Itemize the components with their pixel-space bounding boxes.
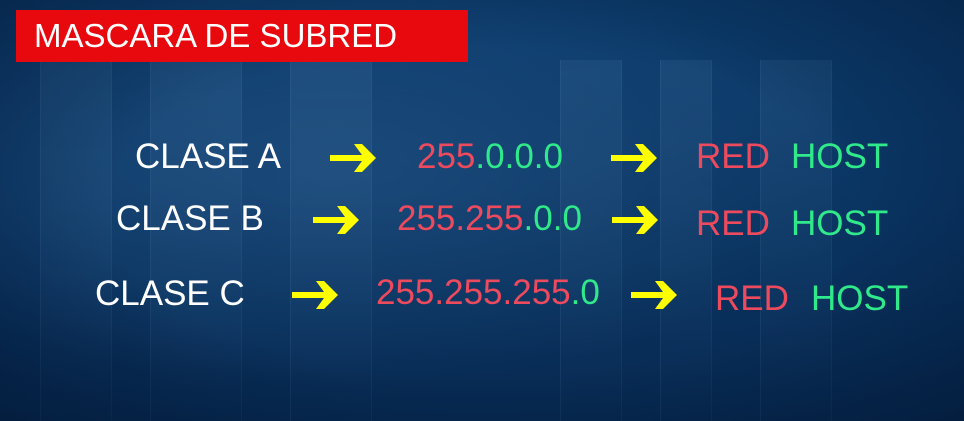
background-rack <box>660 60 712 421</box>
mask-network-part: 255 <box>417 137 476 176</box>
mask-host-part: .0.0 <box>523 199 582 238</box>
background-rack <box>40 60 112 421</box>
host-label: HOST <box>791 204 889 243</box>
subnet-mask: 255.0.0.0 <box>417 137 563 177</box>
class-label: CLASE C <box>95 274 245 313</box>
class-label: CLASE B <box>116 199 264 238</box>
yellow-right-arrow-icon <box>611 144 657 172</box>
yellow-right-arrow-icon <box>292 281 338 309</box>
host-label: HOST <box>811 279 909 318</box>
host-label: HOST <box>791 137 889 176</box>
background-rack <box>560 60 622 421</box>
red-label: RED <box>696 137 770 176</box>
red-label: RED <box>715 279 789 318</box>
slide-title: MASCARA DE SUBRED <box>34 17 398 54</box>
red-label: RED <box>696 204 770 243</box>
background-rack <box>150 60 242 421</box>
subnet-mask: 255.255.0.0 <box>397 199 582 239</box>
background-rack <box>760 60 832 421</box>
title-banner: MASCARA DE SUBRED <box>16 10 468 62</box>
mask-host-part: .0 <box>570 273 600 312</box>
yellow-right-arrow-icon <box>330 144 376 172</box>
yellow-right-arrow-icon <box>631 281 677 309</box>
class-label: CLASE A <box>135 137 281 176</box>
background-rack <box>290 60 372 421</box>
mask-network-part: 255.255 <box>397 199 524 238</box>
yellow-right-arrow-icon <box>313 206 359 234</box>
mask-network-part: 255.255.255 <box>376 273 571 312</box>
yellow-right-arrow-icon <box>612 206 658 234</box>
mask-host-part: .0.0.0 <box>475 137 563 176</box>
subnet-mask: 255.255.255.0 <box>376 273 600 313</box>
